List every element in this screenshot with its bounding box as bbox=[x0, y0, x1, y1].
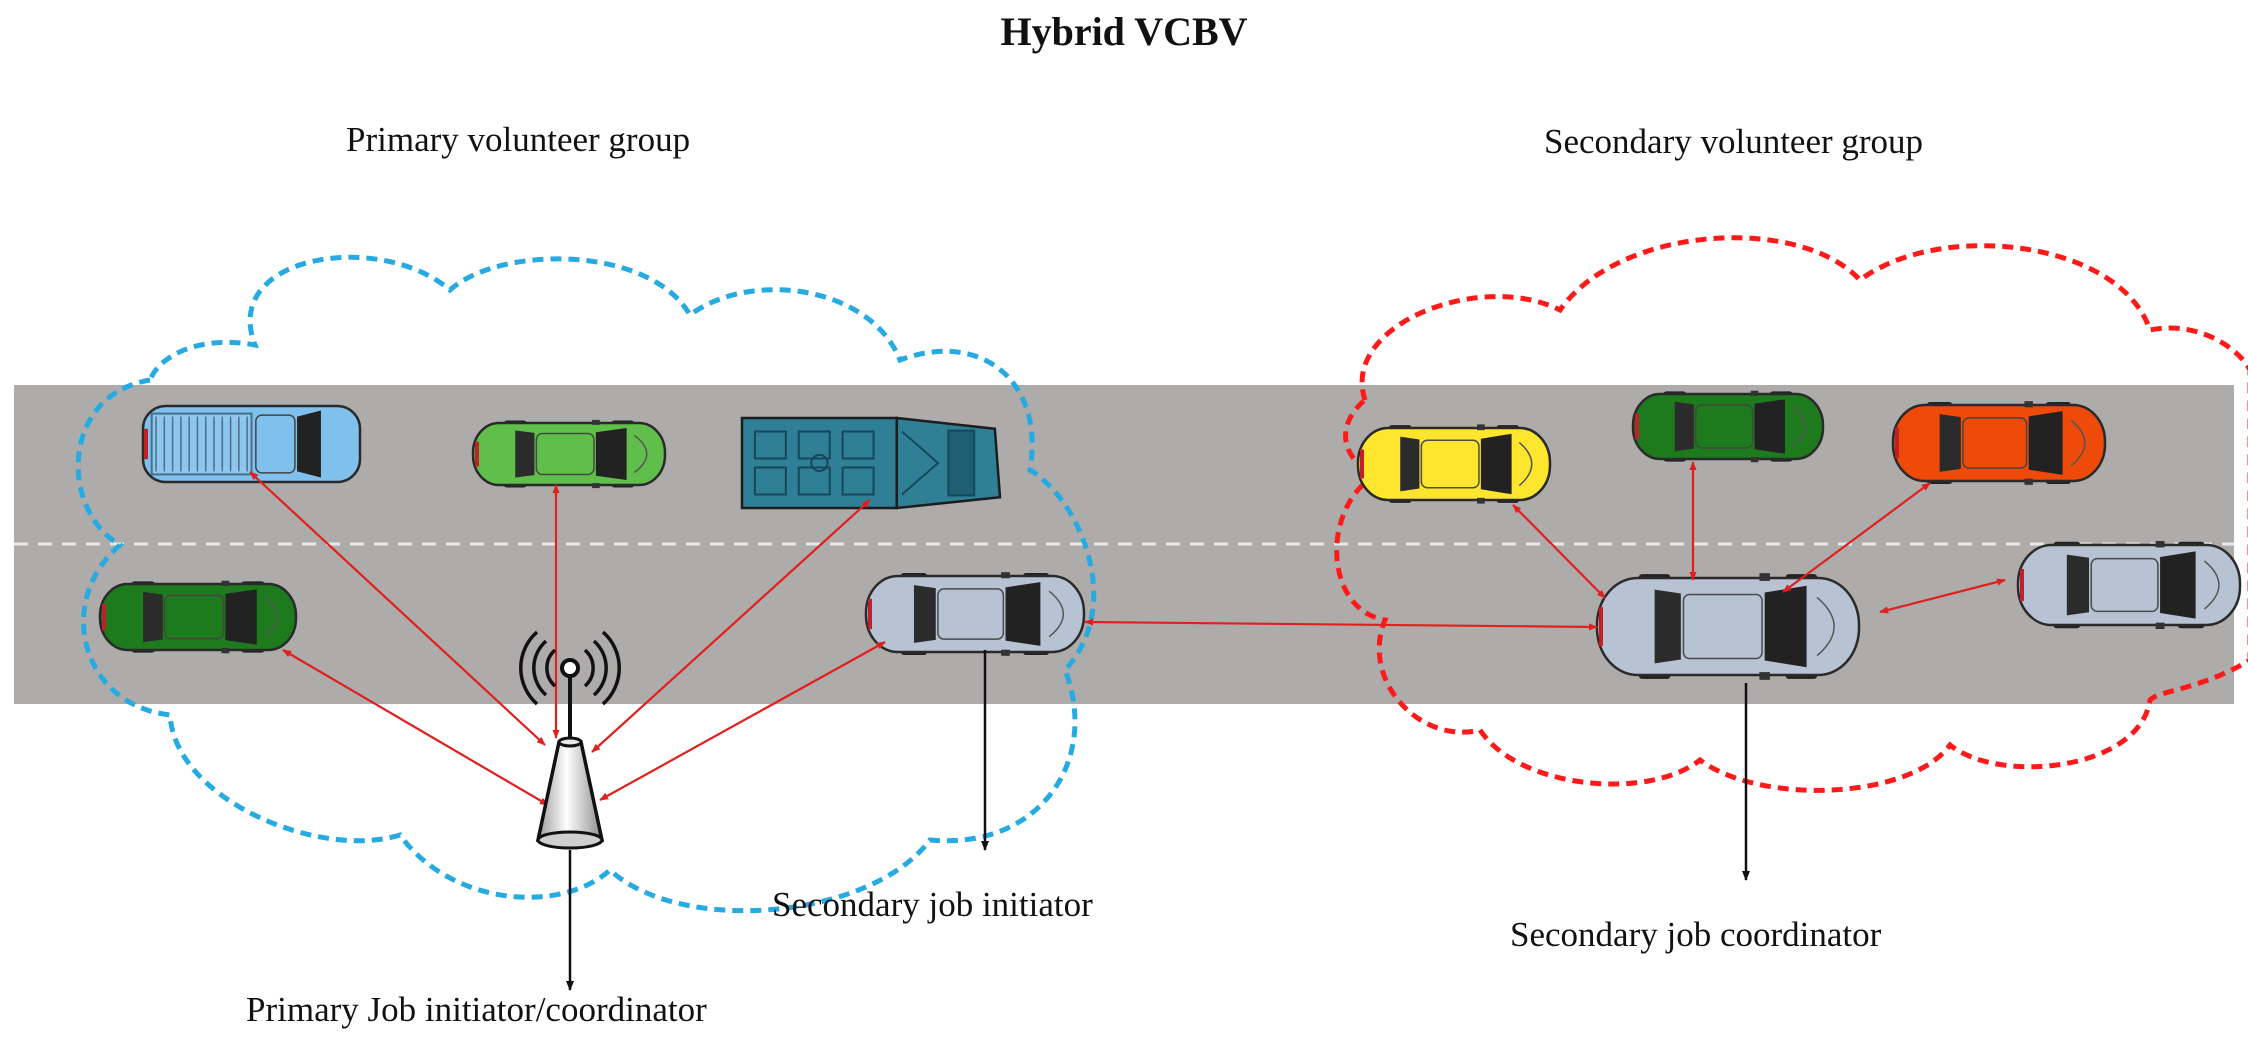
vehicle-car-dark-green-right bbox=[1631, 390, 1825, 463]
comm-link-4 bbox=[282, 649, 549, 806]
primary-group-label: Primary volunteer group bbox=[346, 120, 691, 159]
comm-link-10 bbox=[1879, 578, 2006, 614]
vehicle-car-light-green bbox=[471, 419, 667, 489]
secondary-initiator-label: Secondary job initiator bbox=[772, 885, 1093, 924]
comm-link-6 bbox=[1084, 618, 1598, 631]
secondary-group-label: Secondary volunteer group bbox=[1544, 122, 1924, 161]
vehicle-car-silver-coordinator bbox=[1595, 573, 1861, 680]
vehicle-truck-teal bbox=[740, 416, 1002, 510]
vehicle-car-silver-right bbox=[2016, 541, 2242, 629]
primary-coordinator-tower bbox=[519, 630, 621, 850]
primary-coordinator-label: Primary Job initiator/coordinator bbox=[246, 990, 707, 1029]
vehicle-car-yellow bbox=[1356, 424, 1552, 504]
primary-volunteer-cloud bbox=[75, 254, 1097, 914]
comm-link-5 bbox=[599, 641, 886, 801]
comm-link-9 bbox=[1782, 482, 1931, 593]
vehicle-car-dark-green-left bbox=[98, 580, 298, 654]
diagram-title: Hybrid VCBV bbox=[1000, 9, 1248, 54]
vehicle-car-orange bbox=[1891, 401, 2107, 485]
vehicle-car-silver-initiator bbox=[864, 572, 1086, 656]
comm-link-7 bbox=[1512, 504, 1606, 599]
vehicle-pickup-blue bbox=[141, 404, 362, 484]
secondary-coordinator-label: Secondary job coordinator bbox=[1510, 915, 1882, 954]
